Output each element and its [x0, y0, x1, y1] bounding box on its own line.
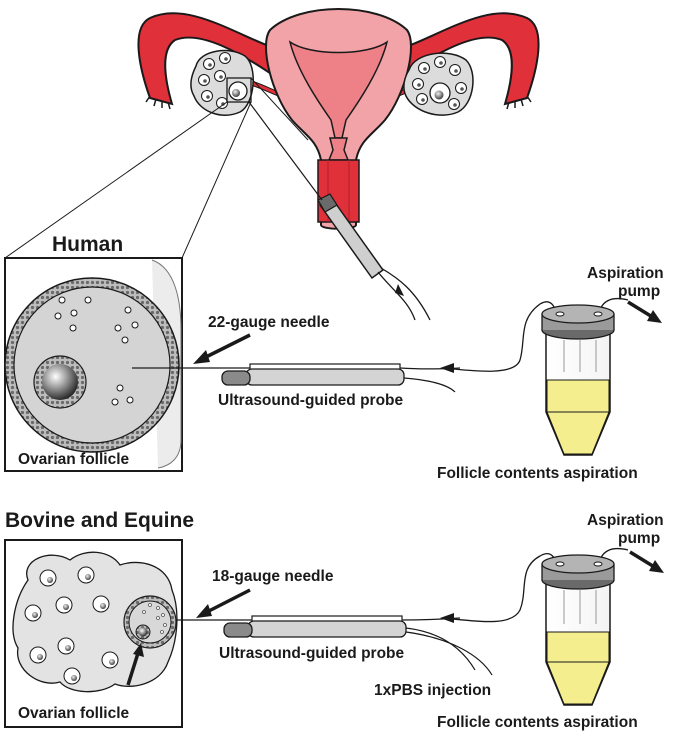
zoom-box — [226, 77, 252, 103]
bovine-aspiration-label: Follicle contents aspiration — [437, 714, 638, 731]
human-pump-arrow — [627, 300, 662, 323]
bovine-pump-label-1: Aspiration — [587, 512, 664, 529]
uterine-cavity — [288, 40, 389, 139]
human-pump-label-2: pump — [618, 283, 660, 300]
human-follicle-panel: Ovarian follicle — [4, 257, 183, 472]
left-fallopian-tube — [137, 12, 287, 106]
bovine-pump-label-2: pump — [618, 530, 660, 547]
bovine-follicle-label: Ovarian follicle — [18, 705, 130, 722]
transvaginal-probe — [317, 193, 431, 321]
human-probe-label: Ultrasound-guided probe — [218, 392, 404, 409]
bovine-ultrasound-probe — [176, 615, 493, 676]
bovine-injection-label: 1xPBS injection — [374, 682, 491, 699]
bovine-heading: Bovine and Equine — [5, 509, 194, 532]
uterus-illustration — [137, 8, 540, 321]
bovine-follicle-panel: Ovarian follicle — [4, 539, 183, 728]
left-fimbriae — [145, 95, 171, 110]
human-heading: Human — [52, 233, 123, 256]
human-needle-pointer-arrow — [193, 333, 251, 364]
bovine-needle-pointer-arrow — [196, 588, 251, 618]
human-aspiration-label: Follicle contents aspiration — [437, 465, 638, 482]
right-fimbriae — [506, 95, 532, 110]
human-needle-label: 22-gauge needle — [208, 314, 330, 331]
human-follicle-label: Ovarian follicle — [18, 451, 130, 468]
bovine-needle-label: 18-gauge needle — [212, 568, 334, 585]
human-collection-tube — [541, 304, 615, 456]
human-pump-label-1: Aspiration — [587, 265, 664, 282]
left-ovary — [190, 49, 254, 116]
right-fallopian-tube — [390, 12, 540, 106]
right-ovary — [403, 52, 474, 116]
human-ultrasound-probe — [132, 363, 461, 393]
bovine-probe-label: Ultrasound-guided probe — [219, 645, 405, 662]
bovine-pump-arrow — [629, 550, 664, 573]
bovine-collection-tube — [541, 554, 615, 706]
